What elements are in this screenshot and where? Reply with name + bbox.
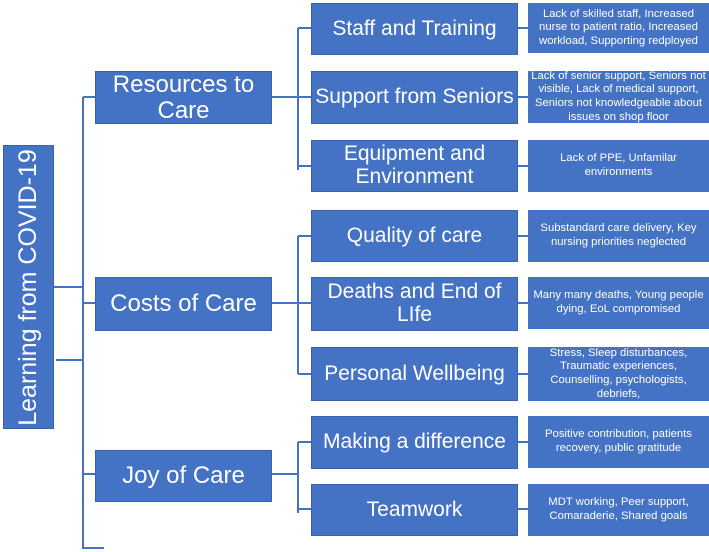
sub-label: Making a difference xyxy=(323,430,506,454)
detail-quality-of-care: Substandard care delivery, Key nursing p… xyxy=(528,210,709,262)
sub-label: Teamwork xyxy=(366,497,463,521)
category-joy-of-care: Joy of Care xyxy=(95,450,272,502)
sub-deaths-and-end-of-life: Deaths and End of LIfe xyxy=(311,277,518,331)
detail-text: Lack of senior support, Seniors not visi… xyxy=(531,69,706,123)
sub-quality-of-care: Quality of care xyxy=(311,210,518,262)
sub-label: Quality of care xyxy=(346,223,483,247)
root-label: Learning from COVID-19 xyxy=(14,148,43,426)
root-trunk-line xyxy=(82,97,104,549)
detail-staff-and-training: Lack of skilled staff, Increased nurse t… xyxy=(528,3,709,53)
detail-equipment-and-environment: Lack of PPE, Unfamilar environments xyxy=(528,140,709,192)
sub-support-from-seniors: Support from Seniors xyxy=(311,71,518,124)
detail-support-from-seniors: Lack of senior support, Seniors not visi… xyxy=(528,69,709,123)
detail-text: MDT working, Peer support, Comaraderie, … xyxy=(548,496,689,522)
category-label: Resources to Care xyxy=(112,70,255,124)
detail-text: Lack of PPE, Unfamilar environments xyxy=(560,152,677,178)
category-label: Joy of Care xyxy=(122,462,245,490)
sub-equipment-and-environment: Equipment and Environment xyxy=(311,140,518,192)
sub-label: Deaths and End of LIfe xyxy=(327,280,502,326)
detail-deaths-and-end-of-life: Many many deaths, Young people dying, Eo… xyxy=(528,277,709,329)
detail-teamwork: MDT working, Peer support, Comaraderie, … xyxy=(528,484,709,536)
sub-label: Support from Seniors xyxy=(315,85,514,109)
detail-text: Many many deaths, Young people dying, Eo… xyxy=(533,289,704,315)
sub-teamwork: Teamwork xyxy=(311,484,518,536)
detail-text: Positive contribution, patients recovery… xyxy=(545,428,692,454)
detail-text: Stress, Sleep disturbances, Traumatic ex… xyxy=(549,346,688,400)
sub-label: Staff and Training xyxy=(332,16,497,40)
sub-staff-and-training: Staff and Training xyxy=(311,3,518,55)
sub-making-a-difference: Making a difference xyxy=(311,416,518,469)
detail-making-a-difference: Positive contribution, patients recovery… xyxy=(528,416,709,468)
category-label: Costs of Care xyxy=(110,290,257,318)
sub-label: Personal Wellbeing xyxy=(324,361,505,385)
category-resources-to-care: Resources to Care xyxy=(95,71,272,124)
detail-text: Substandard care delivery, Key nursing p… xyxy=(540,222,697,248)
detail-text: Lack of skilled staff, Increased nurse t… xyxy=(539,7,698,47)
category-costs-of-care: Costs of Care xyxy=(95,277,272,331)
sub-personal-wellbeing: Personal Wellbeing xyxy=(311,347,518,401)
root-node: Learning from COVID-19 xyxy=(3,145,54,429)
detail-personal-wellbeing: Stress, Sleep disturbances, Traumatic ex… xyxy=(528,347,709,401)
sub-label: Equipment and Environment xyxy=(343,142,486,188)
